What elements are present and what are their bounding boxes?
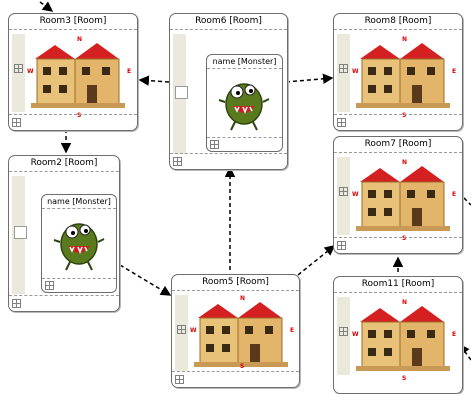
monster-footer [207,137,282,151]
room-title: Room5 [Room] [172,275,299,291]
room-exit-panel [337,297,350,375]
room-title: Room7 [Room] [334,137,462,153]
connector-room5-room7[interactable] [297,245,336,276]
compass-east: E [290,327,295,334]
monster-title: name [Monster] [42,195,116,209]
compass-west: W [27,68,34,75]
monster-title: name [Monster] [207,55,282,69]
hall-box[interactable] [175,86,188,99]
compass-north: N [402,299,408,306]
house-icon [356,43,450,108]
monster-node[interactable]: name [Monster] [41,194,117,293]
compass-south: S [402,375,407,382]
grid-icon[interactable] [337,241,346,250]
room5-node[interactable]: Room5 [Room] N W E S [171,274,300,388]
house-icon [31,43,125,108]
connector-room6-room3[interactable] [138,75,170,86]
room11-node[interactable]: Room11 [Room] N W E S [333,276,463,394]
room-title: Room2 [Room] [9,156,119,172]
grid-icon[interactable] [177,325,186,334]
room7-node[interactable]: Room7 [Room] N W E S [333,136,463,254]
connector-room2-room5[interactable] [119,264,172,296]
grid-icon[interactable] [339,187,348,196]
compass-north: N [402,36,408,43]
compass-east: E [127,68,132,75]
grid-icon[interactable] [339,327,348,336]
room-footer [9,114,137,129]
grid-icon[interactable] [337,118,346,127]
monster-icon [218,83,270,131]
room-exit-panel [337,34,350,112]
room-exit-panel [12,176,27,294]
compass-south: S [240,363,245,370]
compass-west: W [352,191,359,198]
room3-node[interactable]: Room3 [Room] N W E S [8,13,138,131]
connector-offscreen-top[interactable] [39,1,54,12]
room-exit-panel [173,34,188,154]
room-footer [170,153,287,168]
grid-icon[interactable] [14,64,23,73]
room-footer [172,371,299,386]
grid-icon[interactable] [210,140,219,149]
room-exit-panel [12,34,25,112]
compass-north: N [402,159,408,166]
grid-icon[interactable] [12,118,21,127]
monster-icon [53,223,105,271]
room-title: Room8 [Room] [334,14,462,30]
house-icon [356,306,450,371]
monster-footer [42,278,116,292]
room-title: Room11 [Room] [334,277,462,293]
grid-icon[interactable] [339,64,348,73]
compass-north: N [240,295,246,302]
compass-west: W [352,331,359,338]
compass-north: N [77,36,83,43]
compass-south: S [77,112,82,119]
room-footer [334,237,462,252]
grid-icon[interactable] [175,375,184,384]
room-footer [334,114,462,129]
grid-icon[interactable] [173,157,182,166]
room6-node[interactable]: Room6 [Room] name [Monster] [169,13,288,170]
house-icon [194,302,288,367]
room-footer [9,295,119,310]
compass-east: E [452,191,457,198]
room-title: Room6 [Room] [170,14,287,30]
monster-node[interactable]: name [Monster] [206,54,283,152]
compass-east: E [452,68,457,75]
grid-icon[interactable] [12,299,21,308]
connector-room6-room8[interactable] [285,73,334,85]
compass-west: W [190,327,197,334]
room-exit-panel [337,157,350,235]
room-exit-panel [175,295,188,371]
grid-icon[interactable] [45,281,54,290]
hall-box[interactable] [14,226,27,239]
compass-south: S [402,112,407,119]
room8-node[interactable]: Room8 [Room] N W E S [333,13,463,131]
compass-south: S [402,235,407,242]
house-icon [356,166,450,231]
room2-node[interactable]: Room2 [Room] name [Monster] [8,155,120,312]
room-title: Room3 [Room] [9,14,137,30]
compass-east: E [452,331,457,338]
compass-west: W [352,68,359,75]
